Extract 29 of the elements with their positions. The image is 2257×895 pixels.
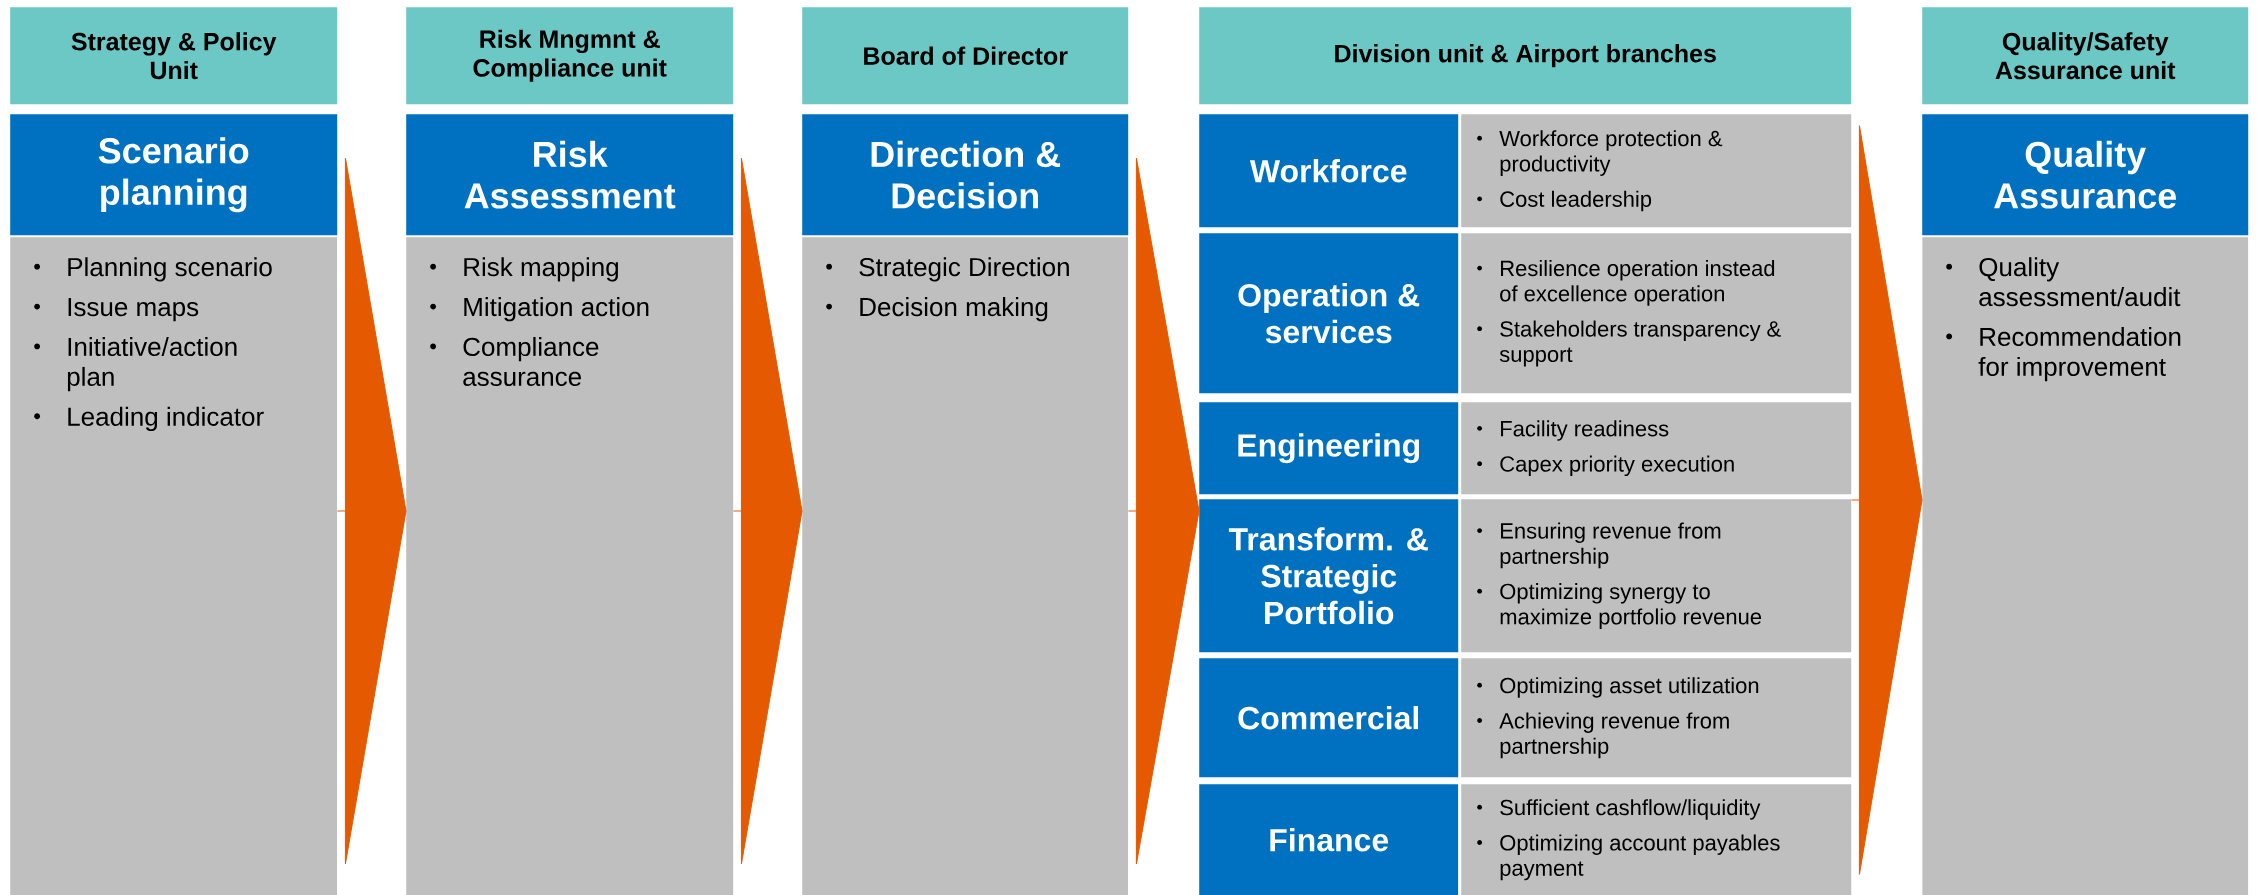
- category-box: Finance: [1199, 784, 1459, 895]
- category-box: Transform. & Strategic Portfolio: [1199, 499, 1459, 653]
- chevron-arrow: [1127, 157, 1200, 865]
- bullet-list-box: Workforce protection & productivity Cost leadership: [1461, 114, 1852, 228]
- chevron-arrow: [732, 157, 803, 865]
- bullet-list-box: Sufficient cashflow/liquidity Optimizing account payables payment: [1461, 784, 1852, 895]
- bullet-list-box: Resilience operation instead of excellence operation Stakeholders transparency & support: [1461, 233, 1852, 394]
- bullet-list-box: Risk mapping Mitigation action Compliance assurance: [406, 237, 734, 895]
- chevron-arrow: [336, 157, 407, 865]
- bullet-list-box: Planning scenario Issue maps Initiative/action plan Leading indicator: [10, 237, 338, 895]
- bullet-list-box: Optimizing asset utilization Achieving revenue from partnership: [1461, 658, 1852, 778]
- category-box: Commercial: [1199, 658, 1459, 778]
- header-box: Division unit & Airport branches: [1199, 7, 1852, 105]
- category-box: Operation & services: [1199, 233, 1459, 394]
- chevron-arrow: [1850, 125, 1923, 875]
- header-box: Risk Mngmnt & Compliance unit: [406, 7, 734, 105]
- bullet-list-box: Facility readiness Capex priority execution: [1461, 402, 1852, 495]
- title-box: Direction & Decision: [802, 114, 1129, 236]
- bullet-list-box: Strategic Direction Decision making: [802, 237, 1129, 895]
- bullet-list-box: Ensuring revenue from partnership Optimizing synergy to maximize portfolio revenue: [1461, 499, 1852, 653]
- title-box: Risk Assessment: [406, 114, 734, 236]
- header-box: Quality/Safety Assurance unit: [1922, 7, 2249, 105]
- header-box: Board of Director: [802, 7, 1129, 105]
- bullet-list-box: Quality assessment/audit Recommendation for improvement: [1922, 237, 2249, 895]
- header-box: Strategy & Policy Unit: [10, 7, 338, 105]
- title-box: Quality Assurance: [1922, 114, 2249, 236]
- title-box: Scenario planning: [10, 114, 338, 236]
- category-box: Engineering: [1199, 402, 1459, 495]
- category-box: Workforce: [1199, 114, 1459, 228]
